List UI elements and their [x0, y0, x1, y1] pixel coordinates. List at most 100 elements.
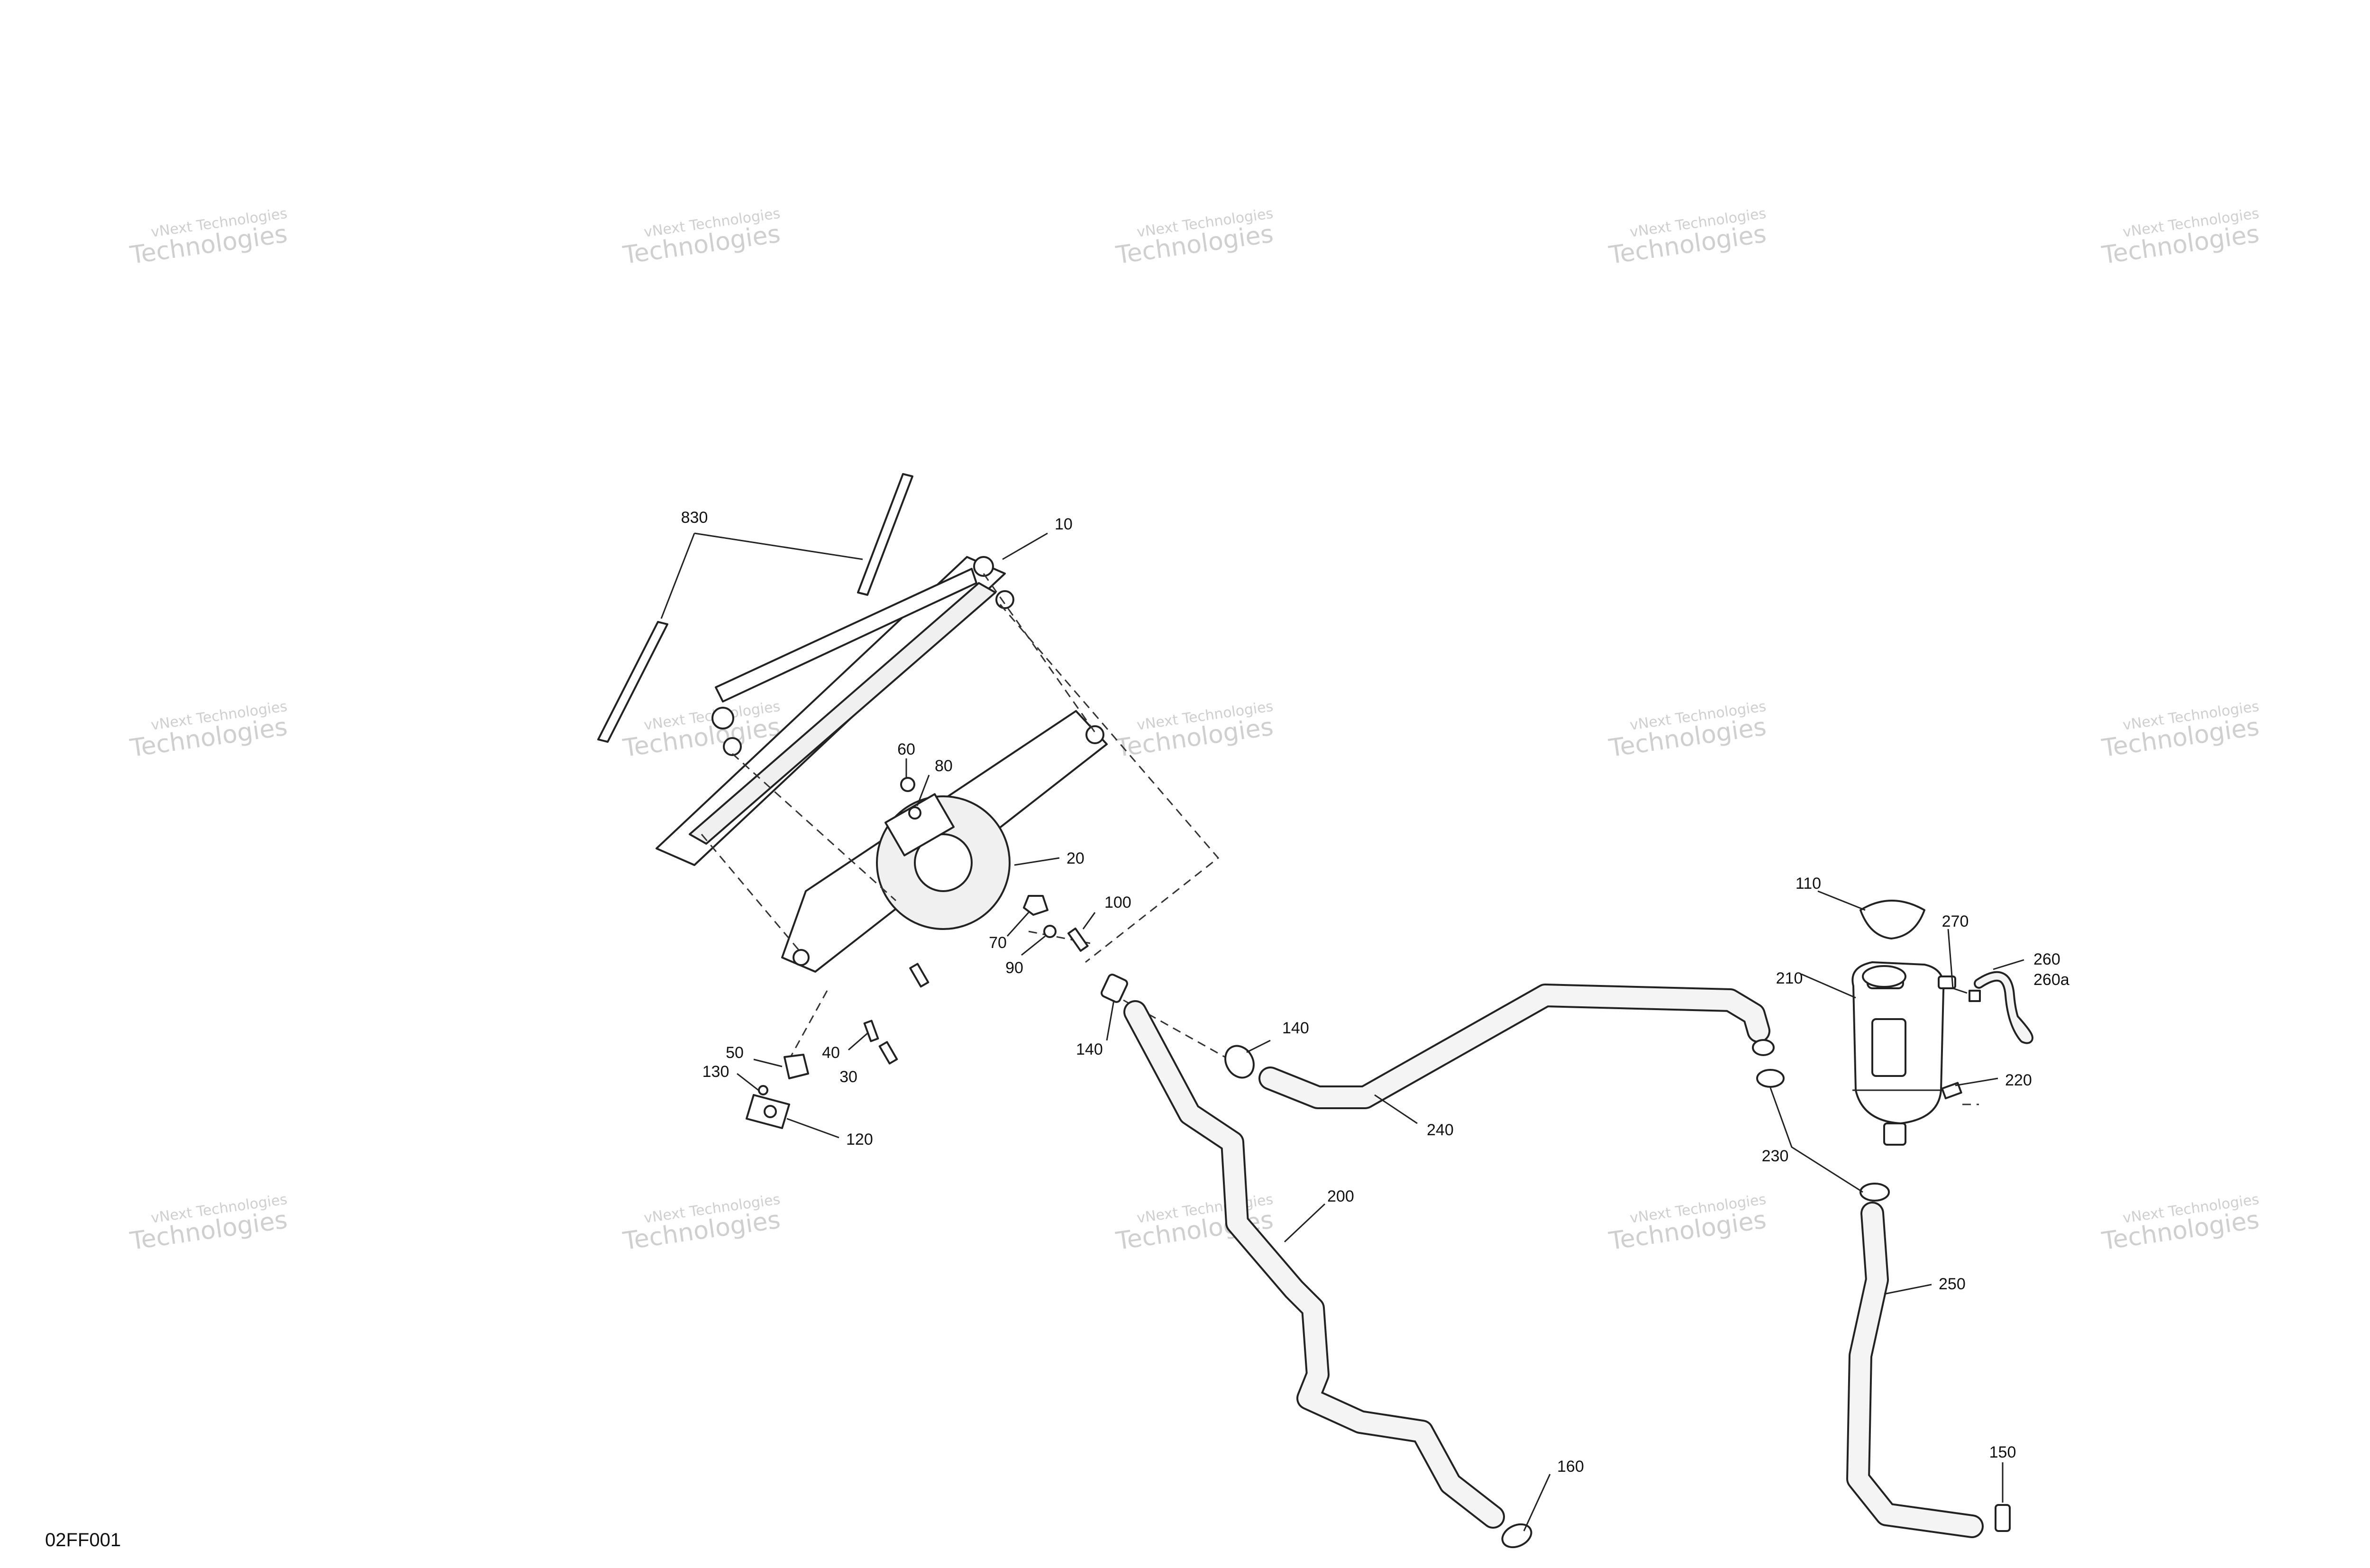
fitting-270-line	[1952, 987, 1968, 994]
watermark: vNext Technologies Technologies	[1114, 205, 1275, 270]
radiator-mount	[723, 737, 742, 756]
callout-150: 150	[1989, 1443, 2016, 1461]
shroud-mount-top	[1085, 725, 1104, 744]
leader-80	[916, 775, 930, 806]
callout-260a: 260a	[2033, 971, 2069, 989]
leader-40	[848, 1032, 868, 1051]
expansion-tank-outlet	[1883, 1122, 1906, 1146]
radiator	[656, 556, 1014, 866]
bolt-40	[863, 1020, 879, 1042]
callout-30: 30	[839, 1068, 857, 1086]
leader-lines	[660, 532, 2024, 1532]
radiator-cap-boss	[973, 556, 994, 577]
callout-140-upper: 140	[1282, 1019, 1309, 1037]
grommet-50	[784, 1054, 809, 1079]
callout-40: 40	[822, 1044, 840, 1062]
watermark: vNext Technologies Technologies	[621, 1191, 782, 1256]
callout-120: 120	[846, 1130, 873, 1149]
callout-60: 60	[897, 740, 915, 758]
leader-70	[1006, 912, 1030, 937]
radiator-inlet	[711, 707, 734, 729]
callout-80: 80	[935, 757, 953, 775]
watermark: vNext Technologies Technologies	[2100, 1191, 2261, 1256]
leader-830-b	[660, 533, 695, 619]
callouts: 830 10 60 80 20 100 70 90 140 140 50 40 …	[681, 509, 2069, 1476]
leader-110	[1817, 890, 1866, 911]
clamp-140-lower	[1224, 1045, 1255, 1079]
pressure-cap-110	[1860, 900, 1925, 939]
grommet-70	[1023, 895, 1048, 916]
washer-80	[908, 806, 921, 820]
callout-220: 220	[2005, 1071, 2032, 1089]
assembly-line	[788, 990, 828, 1060]
watermark: vNext Technologies Technologies	[128, 698, 289, 763]
assembly-line	[731, 753, 897, 902]
leader-10	[1002, 532, 1048, 560]
callout-140-lower: 140	[1076, 1040, 1103, 1058]
callout-20: 20	[1066, 849, 1085, 867]
watermark: vNext Technologies Technologies	[1607, 205, 1768, 270]
callout-230: 230	[1762, 1147, 1789, 1165]
callout-100: 100	[1104, 893, 1131, 912]
leader-50	[753, 1058, 783, 1067]
radiator-core	[689, 582, 996, 845]
expansion-tank	[1851, 900, 2033, 1146]
leader-220	[1955, 1077, 1998, 1086]
watermark: vNext Technologies Technologies	[128, 1191, 289, 1256]
callout-50: 50	[726, 1044, 744, 1062]
leader-100	[1082, 912, 1096, 930]
hose-250	[1846, 1202, 2011, 1538]
fan-hub	[914, 833, 973, 892]
clip-150	[1995, 1504, 2011, 1532]
expansion-tank-vent	[1938, 975, 1956, 989]
figure-id: 02FF001	[45, 1530, 121, 1550]
vent-hose-260-body	[1976, 973, 2032, 1042]
clamps-230	[1756, 1069, 1890, 1202]
bolt-hardware	[909, 963, 930, 988]
callout-260: 260	[2033, 950, 2060, 968]
fitting-270	[1969, 990, 1981, 1002]
leader-130	[737, 1073, 759, 1091]
leader-160	[1523, 1474, 1551, 1532]
callout-10: 10	[1055, 515, 1073, 533]
callout-160: 160	[1557, 1458, 1584, 1476]
hose-240	[1258, 984, 1775, 1109]
leader-120	[786, 1118, 839, 1139]
callout-250: 250	[1939, 1275, 1966, 1293]
seal-strip-lower	[597, 621, 668, 743]
screw-220	[1941, 1082, 1962, 1100]
leader-230	[1769, 1087, 1863, 1193]
callout-200: 200	[1327, 1187, 1354, 1205]
seal-strips	[597, 473, 913, 743]
leader-260	[1993, 959, 2024, 970]
watermark: vNext Technologies Technologies	[2100, 698, 2261, 763]
callout-210: 210	[1776, 969, 1803, 987]
watermark: vNext Technologies Technologies	[621, 205, 782, 270]
bolt-30	[878, 1041, 898, 1065]
callout-130: 130	[702, 1063, 729, 1081]
hose-240-end	[1752, 1039, 1775, 1056]
callout-240: 240	[1427, 1121, 1454, 1139]
assembly-line	[701, 834, 802, 953]
leader-20	[1014, 857, 1060, 866]
leader-830-a	[694, 532, 863, 560]
radiator-outlet	[995, 590, 1014, 609]
seal-strip-upper	[857, 473, 913, 596]
hose-200-body	[1125, 1002, 1503, 1527]
nut-60	[900, 777, 915, 792]
leader-140a	[1106, 1000, 1115, 1041]
leader-270	[1947, 929, 1954, 989]
assembly-line	[1028, 930, 1091, 944]
leader-240	[1374, 1094, 1418, 1124]
washer-90	[1043, 925, 1057, 938]
clamp-230-lower	[1860, 1183, 1890, 1202]
callout-90: 90	[1005, 959, 1023, 977]
callout-830: 830	[681, 509, 708, 527]
hose-250-body	[1848, 1203, 1982, 1536]
watermark: vNext Technologies Technologies	[1607, 698, 1768, 763]
clamp-160	[1501, 1523, 1532, 1549]
bolt-100	[1067, 927, 1089, 952]
shroud-mount-bottom	[793, 949, 810, 966]
callout-110: 110	[1796, 875, 1821, 893]
